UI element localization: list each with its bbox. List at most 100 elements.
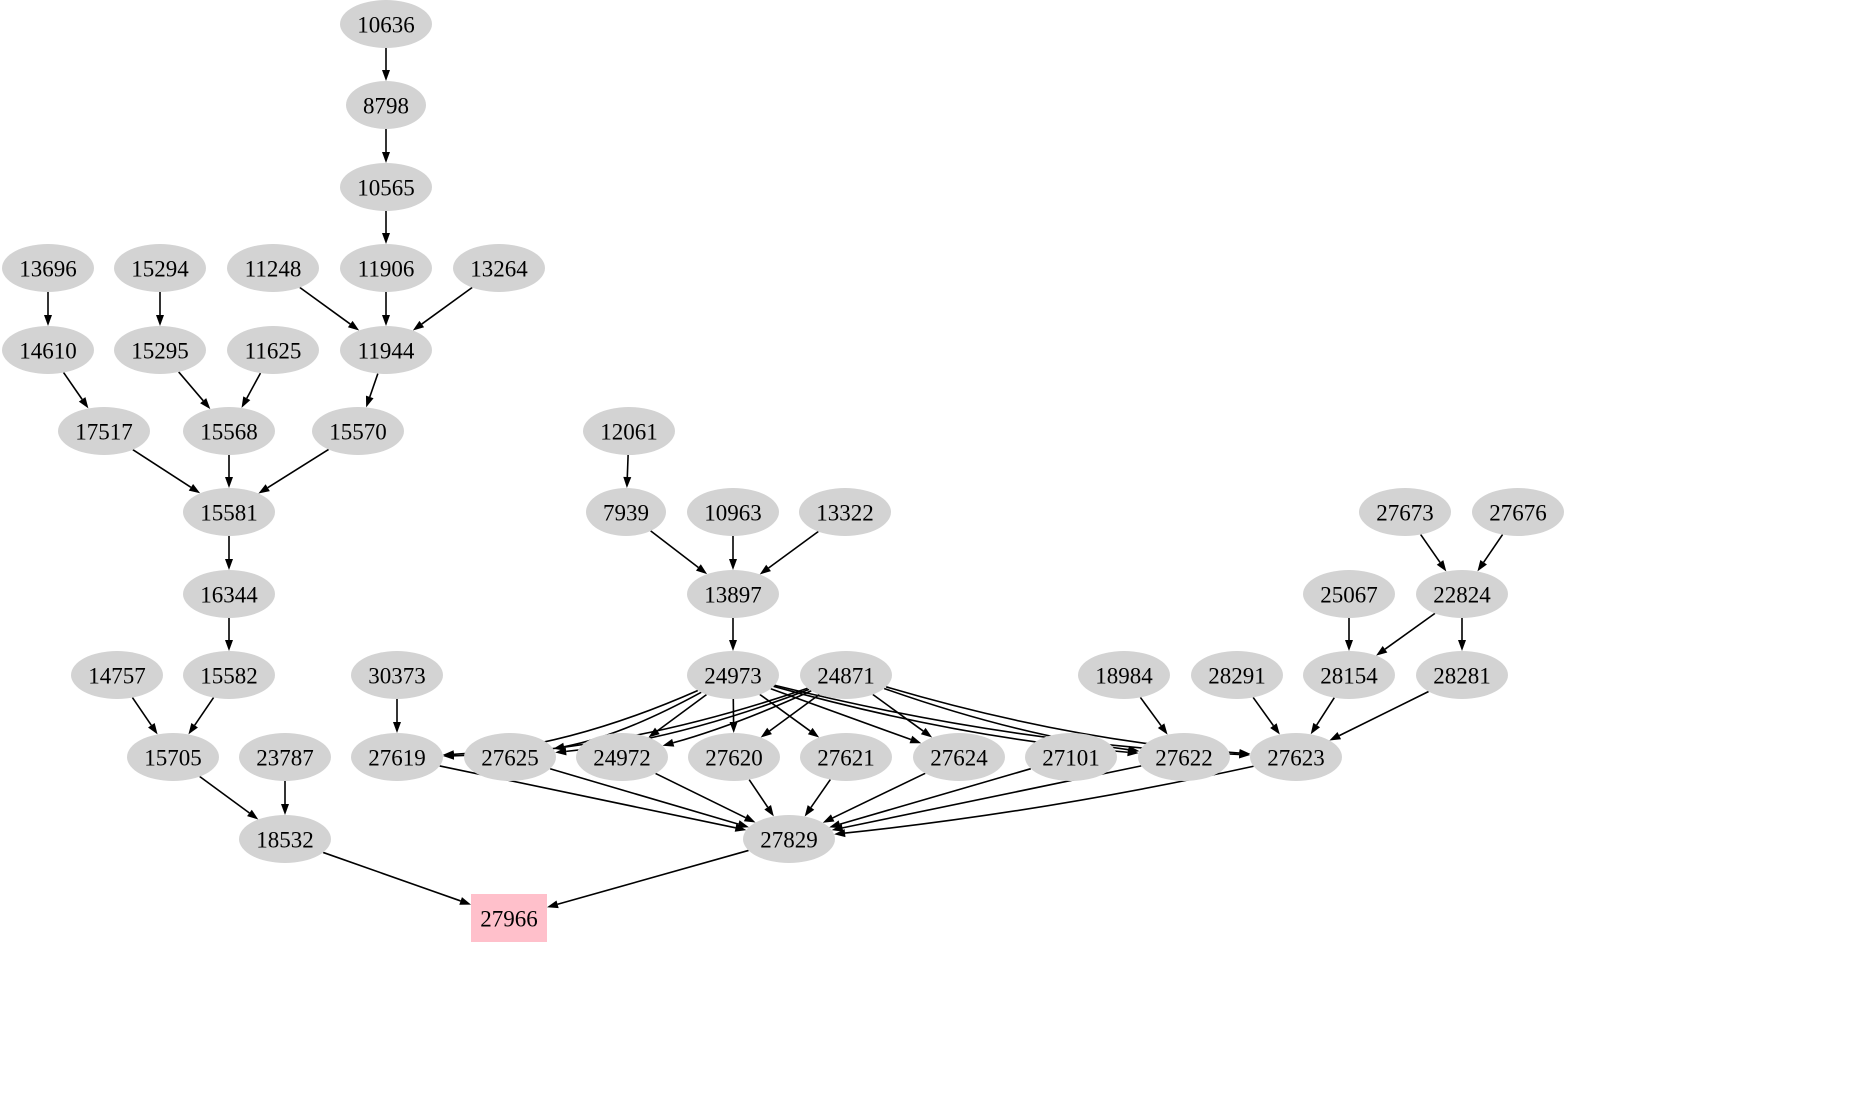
graph-node-27829[interactable]: 27829: [743, 815, 835, 863]
node-shape-13322[interactable]: [799, 488, 891, 536]
node-shape-30373[interactable]: [351, 651, 443, 699]
node-shape-15568[interactable]: [183, 407, 275, 455]
node-shape-27966[interactable]: [471, 894, 547, 942]
graph-node-14610[interactable]: 14610: [2, 326, 94, 374]
node-shape-13897[interactable]: [687, 570, 779, 618]
node-shape-27625[interactable]: [464, 733, 556, 781]
graph-node-15570[interactable]: 15570: [312, 407, 404, 455]
node-shape-27622[interactable]: [1138, 733, 1230, 781]
graph-node-27966[interactable]: 27966: [471, 894, 547, 942]
graph-node-24972[interactable]: 24972: [576, 733, 668, 781]
node-shape-11248[interactable]: [227, 244, 319, 292]
node-shape-27673[interactable]: [1359, 488, 1451, 536]
graph-node-11625[interactable]: 11625: [227, 326, 319, 374]
graph-node-28291[interactable]: 28291: [1191, 651, 1283, 699]
node-shape-18532[interactable]: [239, 815, 331, 863]
graph-node-27620[interactable]: 27620: [688, 733, 780, 781]
graph-node-18984[interactable]: 18984: [1078, 651, 1170, 699]
graph-node-22824[interactable]: 22824: [1416, 570, 1508, 618]
node-shape-15294[interactable]: [114, 244, 206, 292]
graph-node-11906[interactable]: 11906: [340, 244, 432, 292]
node-shape-28281[interactable]: [1416, 651, 1508, 699]
graph-node-25067[interactable]: 25067: [1303, 570, 1395, 618]
graph-node-15705[interactable]: 15705: [127, 733, 219, 781]
node-shape-10565[interactable]: [340, 163, 432, 211]
node-shape-27619[interactable]: [351, 733, 443, 781]
node-shape-27829[interactable]: [743, 815, 835, 863]
graph-node-24973[interactable]: 24973: [687, 651, 779, 699]
graph-node-23787[interactable]: 23787: [239, 733, 331, 781]
graph-node-15582[interactable]: 15582: [183, 651, 275, 699]
node-shape-11906[interactable]: [340, 244, 432, 292]
node-shape-27621[interactable]: [800, 733, 892, 781]
graph-node-18532[interactable]: 18532: [239, 815, 331, 863]
edge-14610-to-17517: [62, 372, 83, 400]
node-shape-27620[interactable]: [688, 733, 780, 781]
node-shape-13264[interactable]: [453, 244, 545, 292]
graph-node-7939[interactable]: 7939: [586, 488, 666, 536]
graph-node-10565[interactable]: 10565: [340, 163, 432, 211]
graph-node-27673[interactable]: 27673: [1359, 488, 1451, 536]
node-shape-8798[interactable]: [346, 81, 426, 129]
graph-node-24871[interactable]: 24871: [800, 651, 892, 699]
node-shape-27624[interactable]: [913, 733, 1005, 781]
node-shape-28154[interactable]: [1303, 651, 1395, 699]
node-shape-11944[interactable]: [340, 326, 432, 374]
graph-node-27624[interactable]: 27624: [913, 733, 1005, 781]
graph-node-17517[interactable]: 17517: [58, 407, 150, 455]
graph-node-15581[interactable]: 15581: [183, 488, 275, 536]
graph-node-30373[interactable]: 30373: [351, 651, 443, 699]
graph-node-27622[interactable]: 27622: [1138, 733, 1230, 781]
node-shape-18984[interactable]: [1078, 651, 1170, 699]
node-shape-28291[interactable]: [1191, 651, 1283, 699]
graph-node-8798[interactable]: 8798: [346, 81, 426, 129]
graph-node-28154[interactable]: 28154: [1303, 651, 1395, 699]
graph-node-11944[interactable]: 11944: [340, 326, 432, 374]
graph-node-13264[interactable]: 13264: [453, 244, 545, 292]
node-shape-13696[interactable]: [2, 244, 94, 292]
arrowhead-13322-to-13897: [759, 564, 771, 575]
node-shape-22824[interactable]: [1416, 570, 1508, 618]
graph-node-27101[interactable]: 27101: [1025, 733, 1117, 781]
node-shape-14757[interactable]: [71, 651, 163, 699]
graph-node-13696[interactable]: 13696: [2, 244, 94, 292]
graph-node-16344[interactable]: 16344: [183, 570, 275, 618]
graph-node-27619[interactable]: 27619: [351, 733, 443, 781]
graph-node-13897[interactable]: 13897: [687, 570, 779, 618]
graph-node-27621[interactable]: 27621: [800, 733, 892, 781]
node-shape-24972[interactable]: [576, 733, 668, 781]
node-shape-17517[interactable]: [58, 407, 150, 455]
graph-node-11248[interactable]: 11248: [227, 244, 319, 292]
graph-node-14757[interactable]: 14757: [71, 651, 163, 699]
graph-node-10636[interactable]: 10636: [340, 0, 432, 48]
node-shape-27101[interactable]: [1025, 733, 1117, 781]
node-shape-7939[interactable]: [586, 488, 666, 536]
node-shape-10636[interactable]: [340, 0, 432, 48]
graph-node-15568[interactable]: 15568: [183, 407, 275, 455]
node-shape-15581[interactable]: [183, 488, 275, 536]
graph-node-27676[interactable]: 27676: [1472, 488, 1564, 536]
graph-node-12061[interactable]: 12061: [583, 407, 675, 455]
node-shape-16344[interactable]: [183, 570, 275, 618]
graph-node-28281[interactable]: 28281: [1416, 651, 1508, 699]
node-shape-23787[interactable]: [239, 733, 331, 781]
graph-node-27625[interactable]: 27625: [464, 733, 556, 781]
node-shape-15570[interactable]: [312, 407, 404, 455]
node-shape-27623[interactable]: [1250, 733, 1342, 781]
node-shape-15705[interactable]: [127, 733, 219, 781]
graph-node-13322[interactable]: 13322: [799, 488, 891, 536]
graph-node-10963[interactable]: 10963: [687, 488, 779, 536]
node-shape-12061[interactable]: [583, 407, 675, 455]
graph-node-27623[interactable]: 27623: [1250, 733, 1342, 781]
node-shape-14610[interactable]: [2, 326, 94, 374]
node-shape-24871[interactable]: [800, 651, 892, 699]
node-shape-10963[interactable]: [687, 488, 779, 536]
graph-node-15295[interactable]: 15295: [114, 326, 206, 374]
node-shape-27676[interactable]: [1472, 488, 1564, 536]
node-shape-24973[interactable]: [687, 651, 779, 699]
node-shape-11625[interactable]: [227, 326, 319, 374]
graph-node-15294[interactable]: 15294: [114, 244, 206, 292]
node-shape-15582[interactable]: [183, 651, 275, 699]
node-shape-25067[interactable]: [1303, 570, 1395, 618]
node-shape-15295[interactable]: [114, 326, 206, 374]
